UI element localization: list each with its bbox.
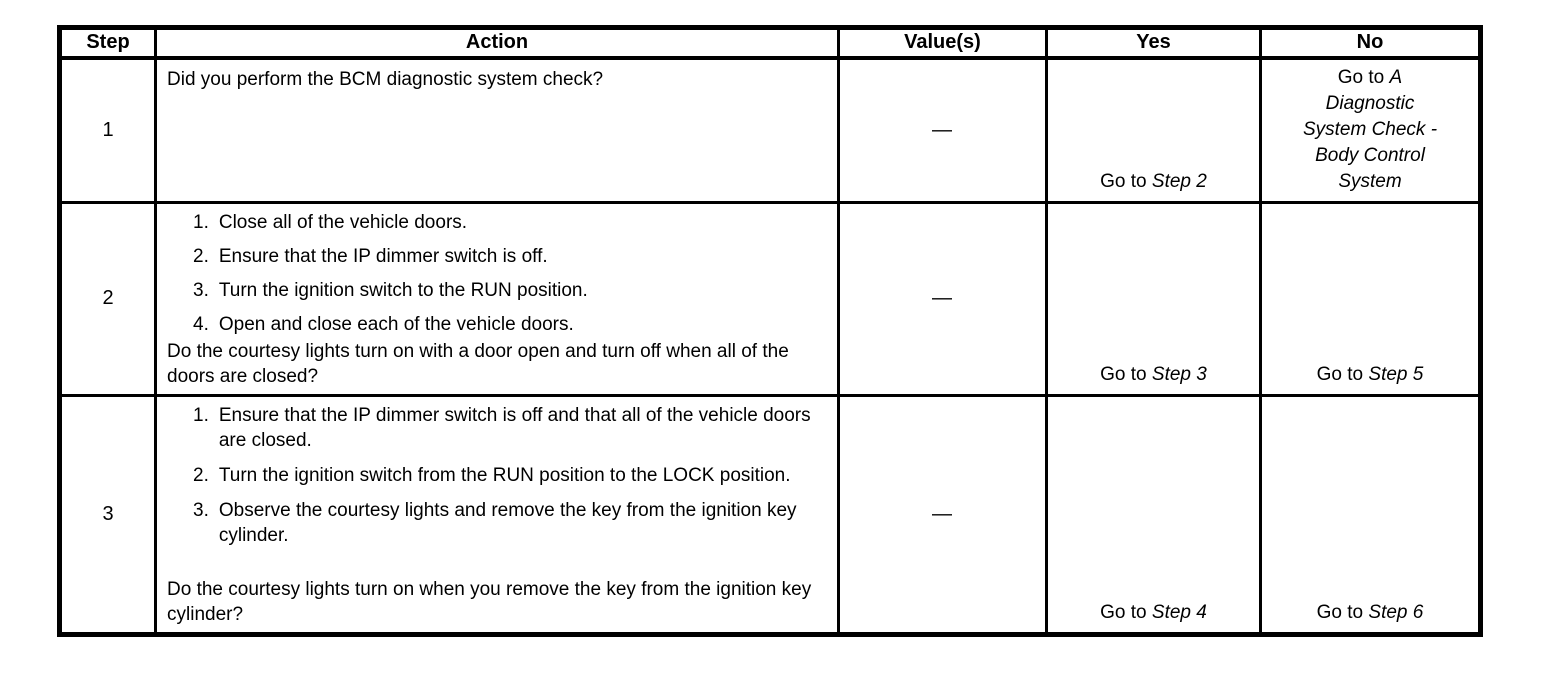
list-item-text: Open and close each of the vehicle doors… [218,313,574,335]
row2-yes-cell: Go to Step 3 [1045,200,1262,397]
row2-action-steps: 1. Close all of the vehicle doors. 2. En… [193,210,827,337]
row1-action-text: Did you perform the BCM diagnostic syste… [167,68,604,90]
list-item: 1. Ensure that the IP dimmer switch is o… [193,403,827,453]
row2-value-cell: — [837,200,1048,397]
goto-text: Go to [1100,170,1152,192]
goto-text: Go to [1100,363,1152,385]
goto-text: Go to [1316,601,1369,623]
header-yes: Yes [1045,26,1262,60]
list-item: 2. Ensure that the IP dimmer switch is o… [193,244,827,269]
row1-value-cell: — [837,56,1048,204]
row3-yes-cell: Go to Step 4 [1045,393,1262,636]
header-values: Value(s) [837,26,1048,60]
goto-text: Go to [1316,363,1369,385]
goto-step-ref: Step 5 [1368,363,1424,385]
list-item: 1. Close all of the vehicle doors. [193,210,827,235]
goto-step-ref: Step 2 [1151,170,1207,192]
goto-ref-line: Body Control [1315,144,1425,166]
header-action: Action [154,26,840,60]
table-header-row: Step Action Value(s) Yes No [58,26,1482,60]
table-row: 1 Did you perform the BCM diagnostic sys… [58,56,1482,204]
list-item-text: Ensure that the IP dimmer switch is off … [218,404,811,451]
list-item-number: 2. [193,245,209,267]
row2-action-cell: 1. Close all of the vehicle doors. 2. En… [154,200,840,397]
list-item-text: Turn the ignition switch from the RUN po… [218,464,791,486]
row2-no-cell: Go to Step 5 [1259,200,1482,397]
diagnostic-table: Step Action Value(s) Yes No 1 Did you pe… [57,25,1483,637]
header-no: No [1259,26,1482,60]
row1-step-number: 1 [58,56,157,204]
list-item: 2. Turn the ignition switch from the RUN… [193,463,827,488]
row1-yes-cell: Go to Step 2 [1045,56,1262,204]
list-item-number: 1. [193,404,209,426]
header-step: Step [58,26,157,60]
list-item-text: Observe the courtesy lights and remove t… [218,499,797,546]
row3-action-question: Do the courtesy lights turn on when you … [167,578,812,625]
row1-no-cell: Go to A Diagnostic System Check - Body C… [1259,56,1482,204]
goto-text: Go to A [1266,65,1474,91]
list-item: 3. Turn the ignition switch to the RUN p… [193,278,827,303]
row1-action-cell: Did you perform the BCM diagnostic syste… [154,56,840,204]
goto-step-ref: Step 6 [1368,601,1424,623]
goto-ref-line: System [1338,170,1402,192]
row3-step-number: 3 [58,393,157,636]
list-item-text: Turn the ignition switch to the RUN posi… [218,279,588,301]
goto-prefix: Go to [1337,66,1390,88]
list-item-text: Ensure that the IP dimmer switch is off. [218,245,548,267]
table-row: 3 1. Ensure that the IP dimmer switch is… [58,393,1482,636]
list-item-number: 4. [193,313,209,335]
list-item-text: Close all of the vehicle doors. [218,211,468,233]
row3-value-cell: — [837,393,1048,636]
goto-step-ref: Step 4 [1151,601,1207,623]
goto-text: Go to [1100,601,1152,623]
list-item-number: 2. [193,464,209,486]
goto-ref-line: Diagnostic [1325,92,1415,114]
goto-step-ref: Step 3 [1151,363,1207,385]
list-item-number: 1. [193,211,209,233]
row3-action-steps: 1. Ensure that the IP dimmer switch is o… [193,403,827,548]
row3-no-cell: Go to Step 6 [1259,393,1482,636]
list-item-number: 3. [193,279,209,301]
row2-step-number: 2 [58,200,157,397]
list-item-number: 3. [193,499,209,521]
list-item: 4. Open and close each of the vehicle do… [193,312,827,337]
table-row: 2 1. Close all of the vehicle doors. 2. … [58,200,1482,397]
row3-action-cell: 1. Ensure that the IP dimmer switch is o… [154,393,840,636]
list-item: 3. Observe the courtesy lights and remov… [193,498,827,548]
goto-ref-line: A [1389,66,1403,88]
row2-action-question: Do the courtesy lights turn on with a do… [167,340,789,387]
goto-ref-line: System Check - [1302,118,1438,140]
